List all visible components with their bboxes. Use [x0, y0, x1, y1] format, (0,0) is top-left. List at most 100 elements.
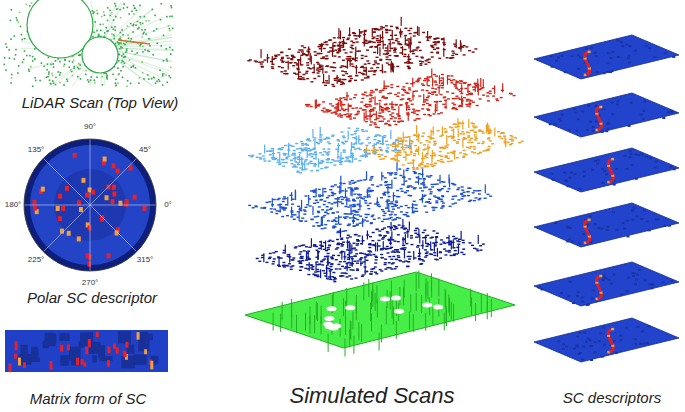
scan-mark	[478, 130, 481, 131]
scan-mark	[468, 139, 471, 140]
scan-point	[80, 78, 82, 80]
scan-mark	[345, 73, 348, 74]
scan-mark	[368, 40, 371, 41]
scan-point	[139, 5, 141, 7]
scan-mark	[381, 90, 384, 91]
scan-mark	[377, 63, 380, 64]
scan-mark	[521, 141, 524, 142]
scan-mark	[482, 132, 485, 133]
scan-point	[15, 54, 17, 56]
scan-mark	[353, 35, 356, 36]
scan-mark	[416, 167, 419, 168]
scan-mark	[510, 135, 513, 136]
scan-mark	[369, 124, 372, 125]
bin-cell	[88, 225, 92, 230]
scan-mark	[319, 152, 322, 153]
scan-mark	[479, 152, 482, 153]
scan-mark	[379, 159, 382, 160]
scan-point	[30, 66, 32, 68]
scan-mark	[437, 41, 440, 42]
scan-mark	[417, 80, 420, 81]
scan-point	[14, 35, 16, 37]
scan-mark	[413, 155, 416, 156]
scan-mark	[335, 98, 338, 99]
scan-mark	[482, 150, 485, 151]
scan-point	[162, 84, 164, 86]
scan-point	[8, 49, 10, 51]
scan-mark	[342, 75, 345, 76]
scan-mark	[267, 57, 270, 58]
scan-point	[162, 75, 164, 77]
scan-mark	[300, 64, 303, 65]
scan-mark	[305, 55, 308, 56]
scan-mark	[397, 92, 400, 93]
scan-mark	[413, 120, 416, 121]
scan-mark	[445, 147, 448, 148]
scan-mark	[375, 126, 378, 127]
scan-mark	[402, 86, 405, 87]
scan-point	[127, 25, 129, 27]
scan-mark	[350, 41, 353, 42]
scan-mark	[348, 76, 351, 77]
scan-mark	[354, 133, 357, 134]
scan-mark	[469, 103, 472, 104]
scan-mark	[428, 58, 431, 59]
scan-mark	[377, 154, 380, 155]
scan-point	[96, 76, 98, 78]
scan-mark	[355, 75, 358, 76]
scan-mark	[415, 150, 418, 151]
scan-mark	[350, 57, 351, 66]
scan-mark	[507, 142, 510, 143]
scan-mark	[400, 29, 401, 38]
bin-cell	[77, 200, 81, 205]
scan-point	[123, 3, 125, 5]
scan-mark	[394, 117, 397, 118]
scan-point	[88, 81, 90, 83]
scan-point	[105, 73, 107, 75]
scan-mark	[439, 85, 440, 94]
scan-point	[77, 67, 79, 69]
scan-mark	[381, 111, 384, 112]
scan-mark	[460, 93, 463, 94]
matrix-cell	[9, 364, 12, 373]
scan-mark	[361, 79, 364, 80]
scan-mark	[365, 40, 368, 41]
scan-mark	[402, 164, 405, 165]
scan-mark	[412, 49, 415, 50]
scan-point	[158, 79, 160, 81]
scan-mark	[465, 104, 468, 105]
scan-mark	[428, 62, 431, 63]
scan-mark	[436, 52, 439, 53]
scan-point	[79, 55, 81, 57]
scan-mark	[514, 137, 517, 138]
scan-point	[32, 56, 34, 58]
scan-mark	[368, 104, 371, 105]
scan-mark	[431, 68, 432, 77]
scan-mark	[407, 56, 410, 57]
sector-line	[90, 158, 137, 205]
scan-mark	[285, 73, 288, 74]
bin-cell	[87, 262, 91, 267]
scan-mark	[333, 37, 336, 38]
scan-mark	[390, 26, 393, 27]
scan-mark	[477, 143, 480, 144]
scan-mark	[457, 126, 460, 127]
scan-mark	[416, 125, 417, 134]
scan-mark	[249, 59, 252, 60]
scan-mark	[420, 63, 423, 64]
scan-mark	[260, 49, 261, 58]
scan-mark	[370, 67, 373, 68]
scan-mark	[451, 55, 454, 56]
scan-mark	[305, 72, 308, 73]
scan-mark	[363, 70, 366, 71]
scan-mark	[474, 132, 477, 133]
scan-mark	[369, 92, 372, 93]
matrix-shade	[21, 345, 28, 355]
scan-mark	[391, 112, 394, 113]
scan-mark	[356, 65, 357, 74]
scan-mark	[357, 111, 360, 112]
scan-mark	[419, 65, 422, 66]
scan-mark	[402, 89, 405, 90]
scan-point	[93, 79, 95, 81]
scan-mark	[374, 119, 377, 120]
